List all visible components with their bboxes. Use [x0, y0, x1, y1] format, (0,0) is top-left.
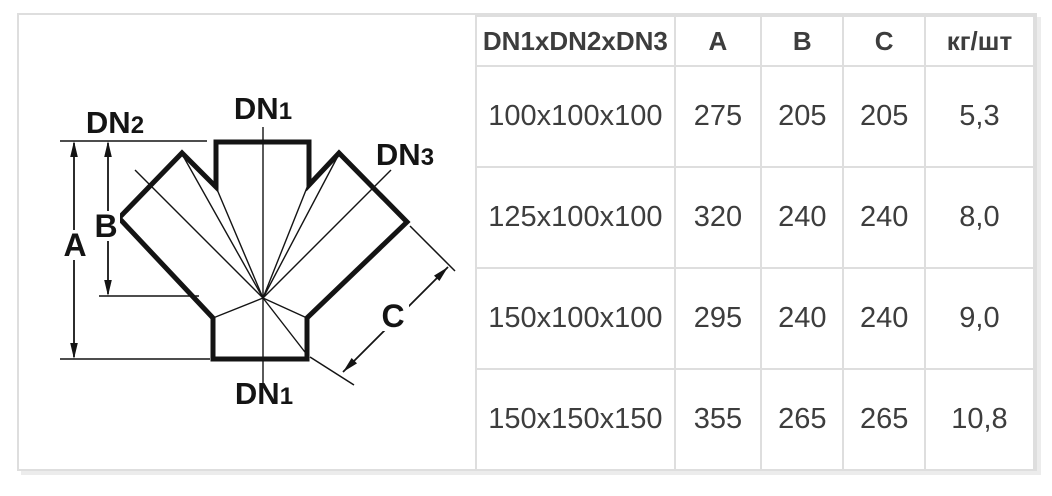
arrow-c-bottom	[343, 358, 357, 372]
c-lower-extension-line	[309, 356, 355, 386]
label-dn1-bottom: DN1	[235, 376, 293, 411]
cell-size: 150x150x150	[475, 368, 676, 471]
dn3-axis-line	[262, 169, 392, 299]
fan-line	[212, 297, 264, 319]
arrow-a-top	[70, 141, 78, 157]
fan-line	[262, 297, 308, 319]
fitting-diagram: DN1 DN2 DN3 DN1 A B C	[19, 15, 475, 469]
cell-size: 150x100x100	[475, 267, 676, 370]
arrow-c-top	[434, 267, 448, 281]
cell-c: 265	[842, 368, 926, 471]
label-dim-b: B	[94, 208, 117, 244]
col-header-dn: DN1xDN2xDN3	[475, 15, 676, 67]
fan-line	[262, 153, 340, 299]
centerlines	[134, 127, 392, 383]
table-row: 150x100x100 295 240 240 9,0	[475, 267, 1036, 370]
col-header-weight: кг/шт	[923, 15, 1036, 67]
c-upper-extension-line	[409, 225, 456, 272]
fan-line	[262, 297, 309, 357]
arrow-b-top	[104, 141, 112, 157]
label-backings	[60, 211, 409, 331]
cell-a: 275	[673, 65, 763, 168]
cell-c: 240	[842, 267, 926, 370]
fitting-drawing-svg: DN1 DN2 DN3 DN1 A B C	[60, 91, 456, 411]
cell-a: 295	[673, 267, 763, 370]
dimension-arrows	[70, 141, 448, 372]
cell-size: 125x100x100	[475, 166, 676, 269]
fan-line	[262, 184, 309, 299]
col-header-b: B	[760, 15, 845, 67]
label-dim-c: C	[381, 298, 404, 334]
table-row: 100x100x100 275 205 205 5,3	[475, 65, 1036, 168]
figure-frame: DN1 DN2 DN3 DN1 A B C DN1xDN2xDN3 A B C	[17, 13, 1037, 471]
col-header-a: A	[673, 15, 763, 67]
label-dn1-top: DN1	[234, 91, 292, 126]
fan-line	[215, 186, 264, 299]
dn2-axis-line	[134, 169, 264, 299]
cell-weight: 8,0	[923, 166, 1036, 269]
dimension-lines	[73, 143, 449, 373]
cell-a: 355	[673, 368, 763, 471]
cell-b: 240	[760, 166, 845, 269]
col-header-c: C	[842, 15, 926, 67]
cell-b: 265	[760, 368, 845, 471]
cell-weight: 10,8	[923, 368, 1036, 471]
spec-table: DN1xDN2xDN3 A B C кг/шт 100x100x100 275 …	[475, 15, 1036, 471]
cell-b: 205	[760, 65, 845, 168]
cell-b: 240	[760, 267, 845, 370]
fitting-outline	[115, 139, 411, 362]
cell-weight: 9,0	[923, 267, 1036, 370]
cell-c: 240	[842, 166, 926, 269]
label-dn2: DN2	[86, 105, 144, 140]
extension-lines	[60, 140, 456, 386]
cell-weight: 5,3	[923, 65, 1036, 168]
label-dim-a: A	[63, 227, 86, 263]
label-dn3: DN3	[376, 137, 434, 172]
cell-size: 100x100x100	[475, 65, 676, 168]
cell-c: 205	[842, 65, 926, 168]
arrow-b-bottom	[104, 280, 112, 296]
table-row: 125x100x100 320 240 240 8,0	[475, 166, 1036, 269]
table-row: 150x150x150 355 265 265 10,8	[475, 368, 1036, 471]
cell-a: 320	[673, 166, 763, 269]
arrow-a-bottom	[70, 343, 78, 359]
fan-line	[181, 153, 264, 299]
table-header-row: DN1xDN2xDN3 A B C кг/шт	[475, 15, 1036, 67]
